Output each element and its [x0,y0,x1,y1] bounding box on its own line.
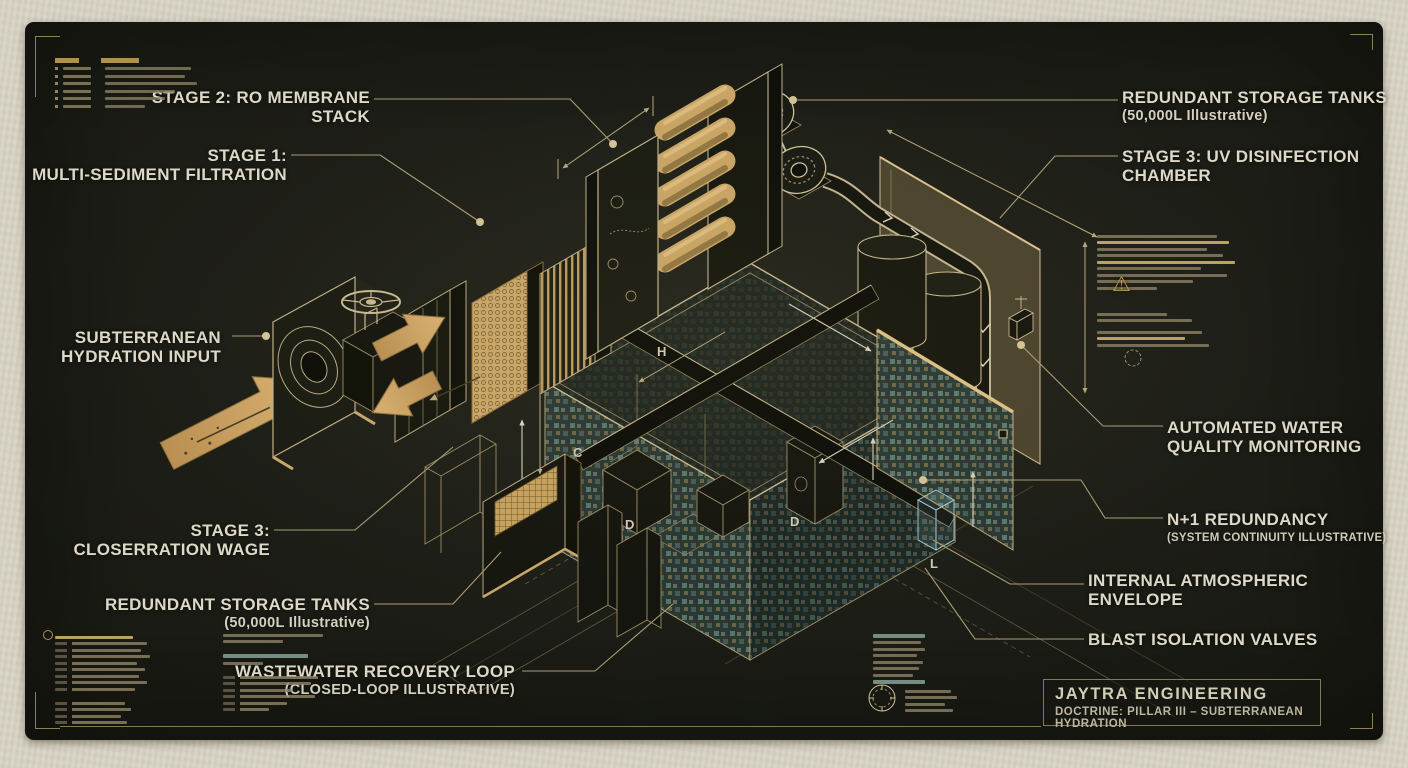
svg-text:L: L [930,556,938,571]
recovery-storage-units [424,434,662,638]
callout-line: STAGE 3: UV DISINFECTION [1122,147,1360,166]
svg-text:C: C [573,445,583,460]
data-table-left-1 [55,632,165,728]
callout-line: BLAST ISOLATION VALVES [1088,630,1318,649]
callout-line: MULTI-SEDIMENT FILTRATION [32,165,287,184]
gauge-circle [868,684,896,712]
notes-block-right-3 [1097,327,1209,350]
callout-subline: (CLOSED-LOOP ILLUSTRATIVE) [284,682,515,698]
bottom-rule-line [60,726,1041,727]
blast-valve-cube [917,489,955,551]
legend-header-chip [101,58,139,63]
callout-line: STAGE 2: RO MEMBRANE [151,88,370,107]
corner-bracket-bottom-left [35,692,60,729]
doctrine-subtitle: DOCTRINE: PILLAR III – SUBTERRANEAN HYDR… [1055,706,1304,730]
svg-text:H: H [657,344,666,359]
leader-lines [232,98,1163,672]
corner-bracket-bottom-right [1350,713,1373,729]
legend-header-chip [55,58,79,63]
callout-atmospheric-envelope: INTERNAL ATMOSPHERIC ENVELOPE [1088,571,1308,609]
callout-line: HYDRATION INPUT [60,347,221,366]
data-table-left-2 [223,630,348,715]
isometric-diagram: H C D D L [159,63,1211,718]
svg-text:D: D [625,517,634,532]
dimension-lines [537,96,1098,475]
gauge-notes [905,686,965,716]
callout-line: STACK [311,107,370,126]
callout-line: AUTOMATED WATER [1167,418,1344,437]
callout-line: STAGE 3: [190,521,270,540]
warning-icon: ⚠ [1112,273,1131,296]
legend-table [55,56,197,110]
quality-sensor [1008,296,1034,341]
callout-line: INTERNAL ATMOSPHERIC [1088,571,1309,590]
notes-block-bottom-center [873,630,933,688]
callout-line: CLOSERRATION WAGE [73,540,270,559]
dimension-letters: H C D D L [573,344,938,571]
notes-block-right [1097,231,1235,293]
table-marker-ring [43,630,53,640]
callout-line: QUALITY MONITORING [1167,437,1362,456]
callout-stage1-filtration: STAGE 1: MULTI-SEDIMENT FILTRATION [32,146,287,184]
callout-line: CHAMBER [1122,166,1211,185]
callout-subline: (50,000L Illustrative) [1122,108,1268,124]
callout-line: ENVELOPE [1088,590,1183,609]
callout-line: REDUNDANT STORAGE TANKS [104,595,370,614]
callout-line: N+1 REDUNDANCY [1167,510,1329,529]
callout-subline: (50,000L Illustrative) [224,615,370,631]
chamber [519,262,1014,661]
input-valve-assembly [159,275,481,471]
callout-blast-valves: BLAST ISOLATION VALVES [1088,630,1318,649]
ro-membrane-stack [585,63,783,360]
title-block: JAYTRA ENGINEERING DOCTRINE: PILLAR III … [1043,679,1321,730]
callout-stage3-left: STAGE 3: CLOSERRATION WAGE [73,521,270,559]
callout-uv-chamber: STAGE 3: UV DISINFECTION CHAMBER [1122,147,1359,185]
corner-bracket-top-left [35,36,60,97]
callout-subline: (SYSTEM CONTINUITY ILLUSTRATIVE) [1167,532,1387,544]
corner-bracket-top-right [1350,34,1373,50]
brand-name: JAYTRA ENGINEERING [1055,685,1268,703]
notes-block-right-2 [1097,309,1192,326]
blueprint-panel: H C D D L [25,22,1387,740]
callout-redundant-tanks-right: REDUNDANT STORAGE TANKS (50,000L Illustr… [1122,88,1387,126]
leader-dots [262,96,1025,484]
callout-line: STAGE 1: [207,146,287,165]
callout-line: SUBTERRANEAN [74,328,221,347]
envelope-wall [876,328,1014,551]
callout-stage2-ro-membrane: STAGE 2: RO MEMBRANE STACK [152,88,370,126]
svg-text:D: D [790,514,799,529]
callout-n1-redundancy: N+1 REDUNDANCY (SYSTEM CONTINUITY ILLUST… [1167,510,1386,548]
dashed-ring [1124,349,1142,367]
callout-quality-monitoring: AUTOMATED WATER QUALITY MONITORING [1167,418,1362,456]
callout-hydration-input: SUBTERRANEAN HYDRATION INPUT [61,328,221,366]
callout-line: REDUNDANT STORAGE TANKS [1122,88,1388,107]
callout-redundant-tanks-left: REDUNDANT STORAGE TANKS (50,000L Illustr… [105,595,370,633]
